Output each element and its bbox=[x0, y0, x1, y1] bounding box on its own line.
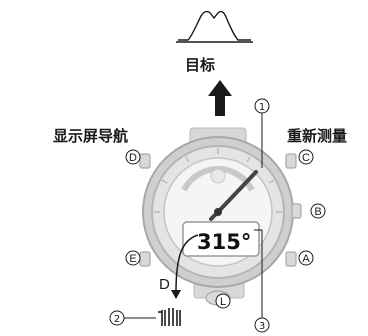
compass-hand bbox=[209, 170, 258, 221]
callout-2: 2 bbox=[109, 310, 156, 326]
button-letter-d-text: D bbox=[129, 152, 137, 164]
button-letter-a-text: A bbox=[302, 253, 310, 265]
button-letter-e-text: E bbox=[129, 253, 136, 265]
direction-indicator-icon bbox=[158, 308, 181, 326]
button-letter-d: D bbox=[125, 149, 141, 165]
target-label: 目标 bbox=[184, 56, 215, 74]
button-letter-b-text: B bbox=[314, 206, 321, 218]
callout-3: 3 bbox=[254, 229, 270, 333]
callout-1-number: 1 bbox=[259, 102, 265, 113]
display-navigation-label: 显示屏导航 bbox=[53, 127, 129, 145]
button-letter-e: E bbox=[125, 250, 141, 266]
re-measure-label: 重新测量 bbox=[287, 127, 348, 145]
curved-arrow-icon bbox=[171, 234, 199, 299]
button-letter-a: A bbox=[298, 250, 314, 266]
bezel-ticks bbox=[154, 148, 282, 213]
callout-3-number: 3 bbox=[259, 321, 265, 332]
button-letter-c: C bbox=[298, 149, 314, 165]
button-letter-c-text: C bbox=[302, 152, 310, 164]
callout-2-number: 2 bbox=[114, 314, 120, 325]
button-letter-l-text: L bbox=[220, 296, 226, 308]
lcd-digital-readout: 315° bbox=[197, 230, 252, 254]
direction-arrow-icon bbox=[208, 80, 232, 116]
callout-1: 1 bbox=[254, 98, 270, 168]
button-letter-l: L bbox=[215, 293, 231, 309]
button-letter-b: B bbox=[310, 203, 326, 219]
mountain-icon bbox=[176, 10, 253, 43]
d-label: D bbox=[159, 276, 170, 293]
